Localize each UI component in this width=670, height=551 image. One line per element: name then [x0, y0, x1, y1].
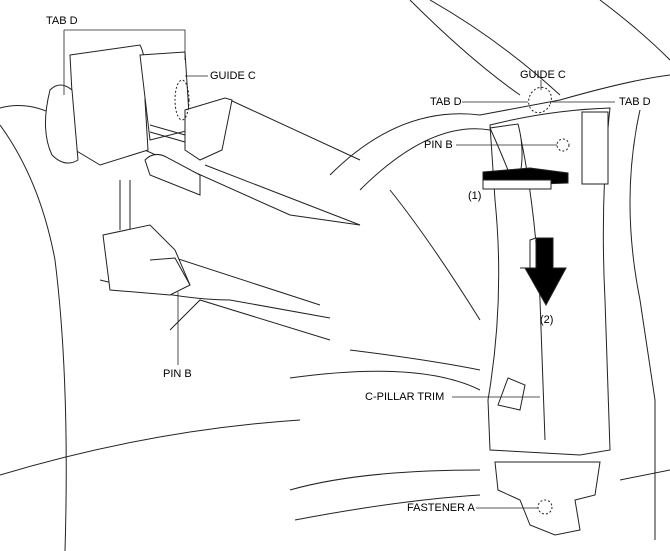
left-clip-body — [69, 44, 149, 166]
right-tab-d-left-label: TAB D — [430, 96, 462, 108]
left-guide-c-label: GUIDE C — [210, 70, 256, 82]
left-tab-d-shape — [44, 84, 79, 164]
arrow-1-base — [482, 179, 552, 190]
step-2-label: (2) — [540, 314, 554, 326]
right-guide-c-label: GUIDE C — [520, 69, 566, 81]
left-pin-b-bracket — [102, 224, 191, 296]
fastener-a-outline — [537, 499, 553, 515]
right-tab-d-right-label: TAB D — [619, 96, 651, 108]
right-guide-c-outline — [528, 86, 552, 114]
left-tab-d-label: TAB D — [46, 15, 78, 27]
left-guide-c-outline — [174, 79, 190, 121]
fastener-a-bracket — [494, 461, 601, 536]
left-pin-b-label: PIN B — [163, 368, 192, 380]
hatched-tab-right — [581, 111, 609, 185]
fastener-a-label: FASTENER A — [407, 502, 475, 514]
right-pin-b-outline — [556, 138, 570, 152]
right-pin-b-label: PIN B — [424, 139, 453, 151]
arrow-2-icon — [524, 237, 567, 307]
right-view — [289, 0, 670, 540]
step-1-label: (1) — [468, 190, 482, 202]
left-view — [0, 29, 361, 551]
c-pillar-trim-label: C-PILLAR TRIM — [365, 391, 445, 403]
left-guide-c-shape — [184, 97, 233, 161]
